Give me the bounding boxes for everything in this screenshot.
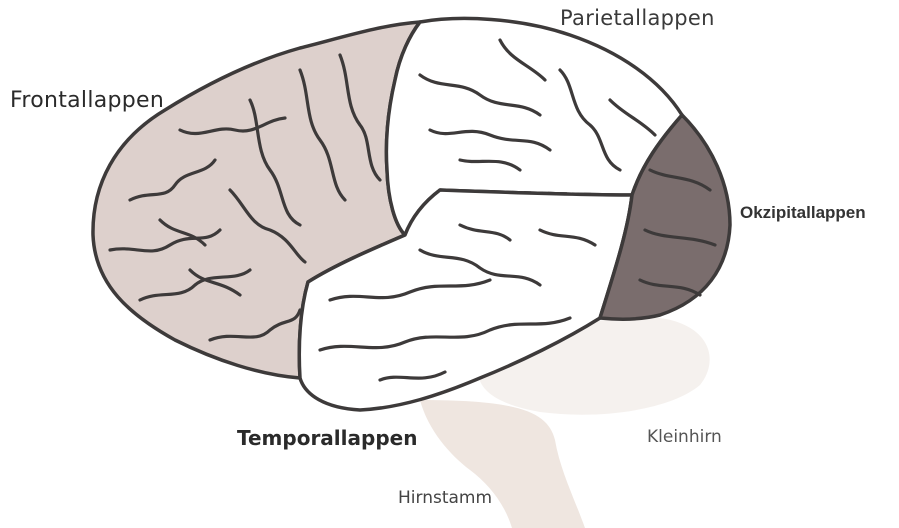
temporal-lobe-label: Temporallappen bbox=[237, 426, 417, 450]
cerebellum-label: Kleinhirn bbox=[647, 427, 722, 447]
occipital-lobe-label: Okzipitallappen bbox=[740, 203, 866, 223]
brainstem-region bbox=[420, 400, 585, 528]
frontal-lobe-label: Frontallappen bbox=[10, 88, 164, 113]
brainstem-label: Hirnstamm bbox=[398, 488, 492, 508]
parietal-lobe-label: Parietallappen bbox=[560, 6, 715, 30]
